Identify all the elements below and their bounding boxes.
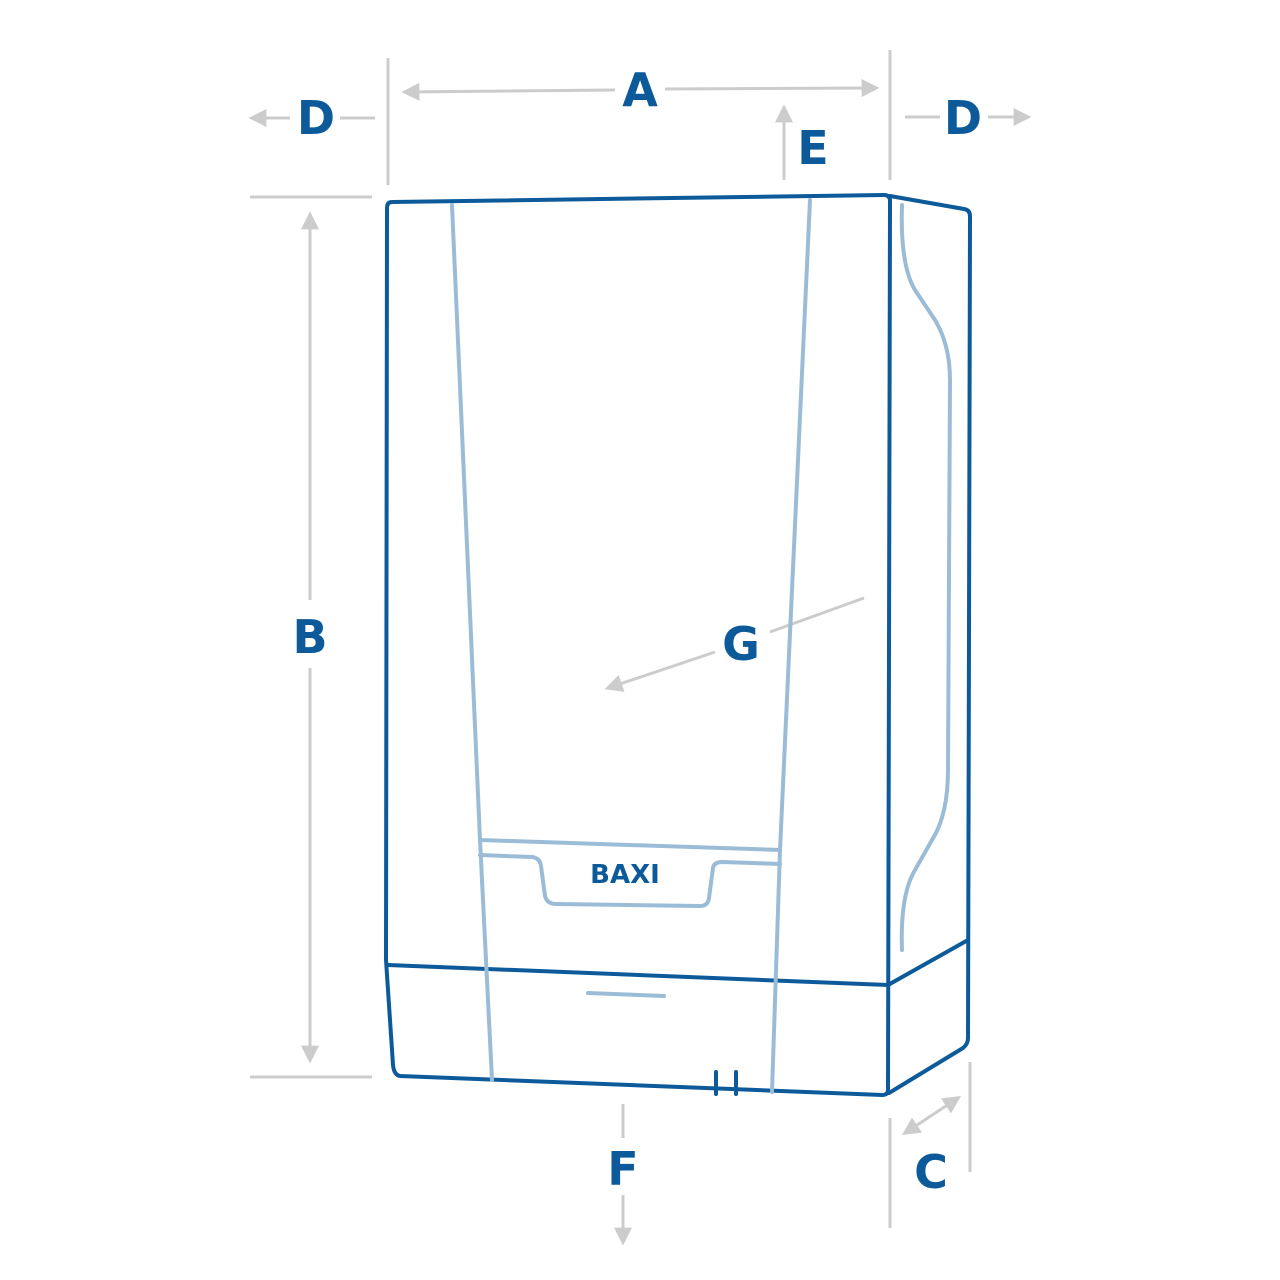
- label-g: G: [722, 617, 760, 671]
- boiler-inner-lines: [450, 198, 952, 1094]
- label-d-left: D: [297, 91, 335, 145]
- label-b: B: [292, 610, 327, 664]
- baxi-logo: BAXI: [590, 860, 660, 890]
- label-e: E: [797, 121, 828, 175]
- label-f: F: [607, 1142, 638, 1196]
- dimension-lines: [248, 50, 1032, 1246]
- boiler-outline: [384, 193, 972, 1097]
- label-a: A: [622, 63, 658, 117]
- label-c: C: [914, 1145, 948, 1199]
- label-d-right: D: [944, 91, 982, 145]
